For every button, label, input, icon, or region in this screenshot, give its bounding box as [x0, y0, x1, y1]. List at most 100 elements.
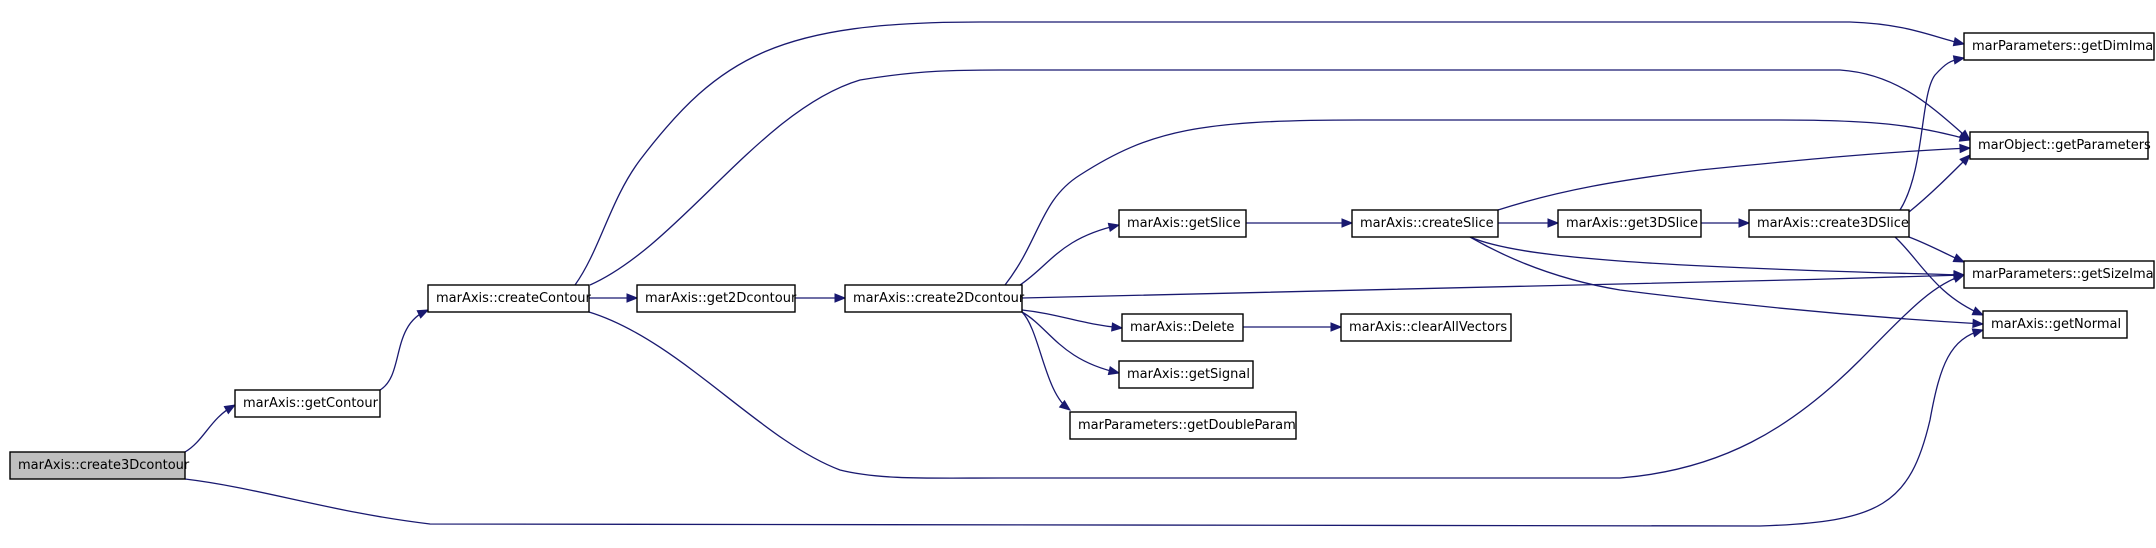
arrowhead	[834, 293, 847, 303]
edge-createSlice-to-get3DSlice	[1498, 218, 1560, 228]
edge-create2Dcontour-to-Delete	[1021, 309, 1124, 332]
node-get3DSlice[interactable]: marAxis::get3DSlice	[1557, 209, 1702, 238]
arrowhead	[1738, 218, 1751, 228]
arrowhead	[1959, 154, 1971, 166]
node-label: marAxis::get3DSlice	[1566, 216, 1698, 231]
node-label: marAxis::createContour	[436, 291, 592, 306]
arrowhead	[1107, 365, 1121, 376]
node-label: marAxis::getNormal	[1991, 317, 2121, 332]
node-box	[1118, 209, 1247, 238]
arrowhead	[1330, 322, 1343, 332]
edge-create2Dcontour-to-getParameters	[1004, 119, 1972, 286]
node-box	[1969, 131, 2149, 160]
edge-line	[1004, 119, 1971, 286]
edge-line	[589, 69, 1971, 286]
edge-line	[1497, 147, 1971, 211]
edge-create3DSlice-to-getNormal	[1894, 236, 1985, 316]
edge-get2Dcontour-to-create2Dcontour	[795, 293, 847, 303]
node-getNormal[interactable]: marAxis::getNormal	[1982, 310, 2128, 339]
arrowhead	[1959, 143, 1972, 154]
node-createSlice[interactable]: marAxis::createSlice	[1351, 209, 1499, 238]
node-getDoubleParam[interactable]: marParameters::getDoubleParam	[1069, 411, 1297, 440]
arrowhead	[626, 293, 639, 303]
node-box	[427, 284, 590, 313]
edge-line	[1019, 224, 1120, 286]
arrowhead	[1341, 218, 1354, 228]
edge-create3DSlice-to-getSizeIma	[1908, 236, 1966, 263]
edge-createContour-to-getParameters	[589, 69, 1972, 286]
node-label: marAxis::create2Dcontour	[853, 291, 1025, 306]
node-getSlice[interactable]: marAxis::getSlice	[1118, 209, 1247, 238]
edge-line	[574, 21, 1965, 286]
node-label: marAxis::getSlice	[1127, 216, 1241, 231]
edge-line	[1021, 309, 1123, 329]
edge-createContour-to-get2Dcontour	[589, 293, 639, 303]
arrowhead	[1952, 55, 1966, 65]
node-box	[1340, 313, 1512, 342]
node-getDimIma[interactable]: marParameters::getDimIma	[1963, 32, 2155, 61]
edge-create3DSlice-to-getParameters	[1908, 154, 1971, 213]
node-get2Dcontour[interactable]: marAxis::get2Dcontour	[636, 284, 797, 313]
edge-createSlice-to-getParameters	[1497, 143, 1972, 211]
node-label: marAxis::Delete	[1130, 320, 1234, 335]
node-getParameters[interactable]: marObject::getParameters	[1969, 131, 2151, 160]
node-label: marParameters::getDoubleParam	[1078, 418, 1296, 433]
edge-line	[184, 329, 1984, 527]
node-box	[234, 389, 381, 418]
edge-line	[1021, 311, 1120, 374]
arrowhead	[1971, 328, 1985, 338]
edge-create2Dcontour-to-getSizeIma	[1021, 270, 1966, 299]
edge-get3DSlice-to-create3DSlice	[1701, 218, 1751, 228]
node-box	[1121, 313, 1244, 342]
arrowhead	[1952, 253, 1966, 263]
arrowhead	[1952, 37, 1966, 47]
node-getSizeIma[interactable]: marParameters::getSizeIma	[1963, 260, 2155, 289]
node-create2Dcontour[interactable]: marAxis::create2Dcontour	[844, 284, 1025, 313]
edge-create3Dcontour-to-getNormal	[184, 328, 1985, 527]
edge-line	[1899, 57, 1965, 211]
arrowhead	[1971, 306, 1985, 316]
edge-line	[1894, 236, 1984, 316]
node-box	[1963, 32, 2155, 61]
arrowhead	[1058, 399, 1072, 411]
arrowhead	[1107, 222, 1121, 233]
node-label: marParameters::getSizeIma	[1972, 267, 2154, 282]
node-create3Dcontour[interactable]: marAxis::create3Dcontour	[9, 451, 190, 480]
node-label: marAxis::getContour	[243, 396, 379, 411]
arrowhead	[1111, 322, 1124, 332]
arrowhead	[1972, 318, 1985, 329]
node-box	[9, 451, 186, 480]
node-box	[1748, 209, 1910, 238]
nodes-layer: marAxis::create3Dcontour marAxis::getCont…	[9, 32, 2155, 480]
edge-line	[1021, 311, 1071, 411]
node-label: marAxis::create3DSlice	[1757, 216, 1909, 231]
node-label: marAxis::get2Dcontour	[645, 291, 797, 306]
node-label: marAxis::create3Dcontour	[18, 458, 190, 473]
arrowhead	[1953, 269, 1966, 280]
node-label: marAxis::getSignal	[1127, 367, 1250, 382]
node-getContour[interactable]: marAxis::getContour	[234, 389, 381, 418]
node-box	[1118, 360, 1254, 389]
edge-createContour-to-getDimIma	[574, 21, 1966, 286]
edge-getSlice-to-createSlice	[1246, 218, 1354, 228]
node-box	[1963, 260, 2155, 289]
node-box	[1557, 209, 1702, 238]
edge-createSlice-to-getNormal	[1469, 236, 1985, 329]
edge-create3Dcontour-to-getContour	[184, 404, 237, 453]
edge-line	[588, 274, 1965, 479]
node-box	[1982, 310, 2128, 339]
node-box	[844, 284, 1023, 313]
node-box	[1069, 411, 1297, 440]
edge-line	[1908, 154, 1971, 213]
edge-create2Dcontour-to-getDoubleParam	[1021, 311, 1072, 411]
node-create3DSlice[interactable]: marAxis::create3DSlice	[1748, 209, 1910, 238]
edges-layer	[184, 21, 1985, 527]
node-getSignal[interactable]: marAxis::getSignal	[1118, 360, 1254, 389]
node-label: marAxis::clearAllVectors	[1349, 320, 1507, 335]
node-clearAllVectors[interactable]: marAxis::clearAllVectors	[1340, 313, 1512, 342]
node-createContour[interactable]: marAxis::createContour	[427, 284, 592, 313]
node-label: marParameters::getDimIma	[1972, 39, 2153, 54]
node-Delete[interactable]: marAxis::Delete	[1121, 313, 1244, 342]
arrowhead	[416, 309, 430, 319]
